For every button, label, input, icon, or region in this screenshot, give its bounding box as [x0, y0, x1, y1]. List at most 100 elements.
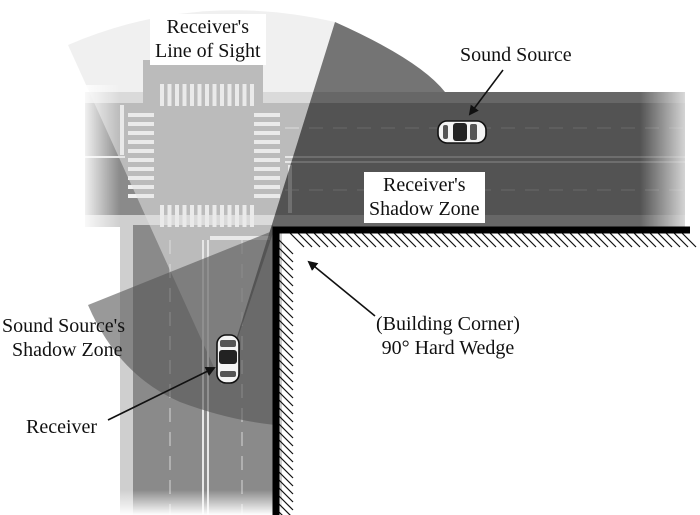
hatch-line	[529, 232, 545, 248]
source-shadow-line-2: Shadow Zone	[12, 339, 123, 361]
arrow-building-corner	[307, 260, 376, 317]
arrow-sound-source	[468, 69, 504, 116]
hatch-line	[449, 232, 465, 248]
hatch-line	[665, 232, 681, 248]
fade-bottom	[110, 490, 285, 515]
hatch-line	[513, 232, 529, 248]
sound-source-text: Sound Source	[460, 44, 572, 66]
hatch-line	[278, 423, 294, 439]
building-corner-line-2: 90° Hard Wedge	[381, 337, 515, 359]
sound-source-car-icon	[437, 120, 487, 144]
hatch-line	[278, 239, 294, 255]
hatch-line	[278, 407, 294, 423]
hatch-line	[278, 287, 294, 303]
hatch-line	[377, 232, 393, 248]
hatch-line	[278, 335, 294, 351]
hatch-line	[278, 247, 294, 263]
hatch-line	[278, 479, 294, 495]
hatch-line	[297, 232, 313, 248]
hatch-line	[625, 232, 641, 248]
sound-source-label: Sound Source	[455, 42, 577, 69]
hatch-line	[278, 359, 294, 375]
hatch-line	[393, 232, 409, 248]
hatch-line	[537, 232, 553, 248]
hatch-line	[425, 232, 441, 248]
hatch-line	[278, 439, 294, 455]
hatch-line	[561, 232, 577, 248]
hatch-line	[369, 232, 385, 248]
receiver-shadow-line-1: Receiver's	[383, 174, 466, 196]
receiver-los-line-2: Line of Sight	[155, 40, 261, 62]
hatch-line	[278, 351, 294, 367]
hatch-line	[673, 232, 689, 248]
hatch-line	[681, 232, 697, 248]
hatch-line	[465, 232, 481, 248]
hatch-line	[489, 232, 505, 248]
hatch-line	[441, 232, 457, 248]
hatch-line	[278, 263, 294, 279]
hatch-line	[278, 311, 294, 327]
hatch-line	[278, 399, 294, 415]
hatch-line	[278, 327, 294, 343]
hatch-line	[417, 232, 433, 248]
hatch-line	[278, 431, 294, 447]
hatch-line	[577, 232, 593, 248]
hatch-line	[278, 511, 283, 515]
hatch-line	[278, 255, 294, 271]
source-shadow-zone-label: Sound Source's Shadow Zone	[2, 314, 125, 362]
hatch-line	[401, 232, 417, 248]
hatch-line	[641, 232, 657, 248]
source-shadow-line-1: Sound Source's	[2, 315, 126, 337]
fade-right	[640, 85, 700, 230]
hatch-line	[521, 232, 537, 248]
hatch-line	[278, 391, 294, 407]
hatch-line	[305, 232, 321, 248]
hatch-line	[609, 232, 625, 248]
hatch-line	[321, 232, 337, 248]
hatch-line	[553, 232, 569, 248]
receiver-car-icon	[216, 334, 240, 384]
hatch-line	[278, 375, 294, 391]
receiver-line-of-sight-label: Receiver's Line of Sight	[150, 14, 266, 65]
receiver-label: Receiver	[26, 415, 97, 439]
hatch-line	[593, 232, 609, 248]
hatch-line	[278, 463, 294, 479]
hatch-line	[278, 383, 294, 399]
hatch-line	[278, 303, 294, 319]
hatch-line	[278, 295, 294, 311]
hatch-line	[278, 343, 294, 359]
arrow-receiver	[107, 367, 216, 421]
hatch-line	[278, 319, 294, 335]
receiver-shadow-zone-label: Receiver's Shadow Zone	[364, 172, 485, 223]
hatch-line	[585, 232, 601, 248]
hatch-line	[505, 232, 521, 248]
hatch-line	[601, 232, 617, 248]
wall-outline	[272, 226, 690, 515]
hatch-line	[345, 232, 361, 248]
hatch-line	[278, 471, 294, 487]
receiver-text: Receiver	[26, 416, 98, 438]
hatch-line	[278, 415, 294, 431]
hatch-line	[289, 232, 305, 248]
hatch-line	[278, 487, 294, 503]
building-corner-line-1: (Building Corner)	[376, 313, 520, 335]
receiver-line-of-sight-zone	[68, 10, 335, 385]
building-corner-label: (Building Corner) 90° Hard Wedge	[376, 312, 520, 360]
receiver-los-line-1: Receiver's	[166, 16, 249, 38]
hatch-line	[278, 367, 294, 383]
hatch-line	[278, 495, 294, 511]
hatch-line	[278, 503, 291, 515]
hatch-line	[313, 232, 329, 248]
hatch-line	[278, 279, 294, 295]
building-corner-wall	[272, 226, 697, 515]
hatch-line	[545, 232, 561, 248]
hatch-line	[278, 447, 294, 463]
hatch-line	[433, 232, 449, 248]
hatch-line	[481, 232, 497, 248]
receiver-shadow-line-2: Shadow Zone	[369, 198, 480, 220]
hatch-line	[617, 232, 633, 248]
hatch-line	[385, 232, 401, 248]
hatch-line	[409, 232, 425, 248]
